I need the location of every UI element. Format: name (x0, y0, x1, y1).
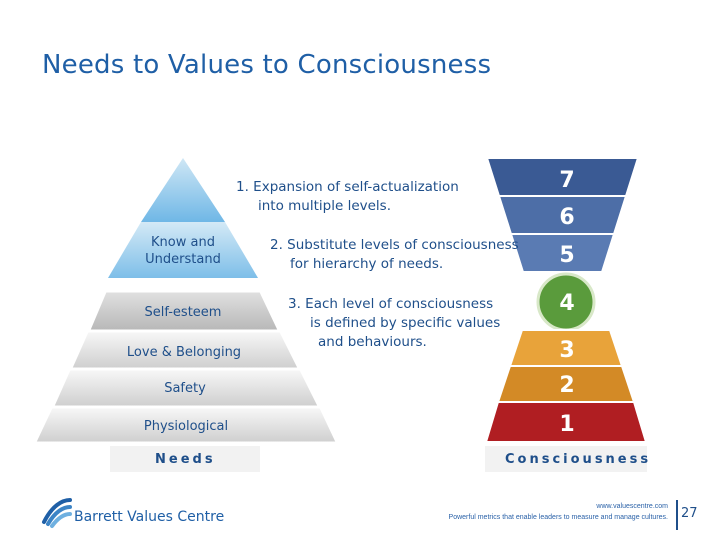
needs-caption: Needs (155, 452, 216, 467)
pyramid-label-physiological: Physiological (143, 419, 229, 434)
step-3: 3. Each level of consciousness is define… (288, 295, 500, 352)
pyramid-level-esteem (89, 291, 279, 331)
footer-url[interactable]: www.valuescentre.com (596, 503, 668, 510)
step-2-line-2: for hierarchy of needs. (290, 256, 444, 272)
step-3-line-3: and behaviours. (318, 334, 427, 350)
needs-caption-box (110, 446, 260, 472)
pyramid-label-esteem: Self-esteem (144, 305, 222, 320)
pyramid-label-love: Love & Belonging (126, 345, 242, 360)
hourglass-number-2: 2 (559, 373, 574, 398)
pyramid-apex (141, 158, 225, 222)
step-1: 1. Expansion of self-actualization into … (236, 178, 459, 216)
consciousness-caption: Consciousness (505, 452, 652, 467)
pyramid-level-know (108, 222, 258, 278)
slide-title: Needs to Values to Consciousness (42, 50, 492, 80)
hourglass-number-4: 4 (559, 291, 574, 316)
step-3-line-1: 3. Each level of consciousness (288, 296, 494, 312)
hourglass-level-5 (509, 233, 616, 273)
pyramid-label-safety: Safety (164, 381, 206, 396)
hourglass-number-5: 5 (559, 243, 574, 268)
step-2: 2. Substitute levels of consciousness fo… (270, 236, 519, 274)
consciousness-caption-box (485, 446, 647, 472)
logo-text: Barrett Values Centre (74, 509, 225, 525)
footer-tagline: Powerful metrics that enable leaders to … (448, 514, 668, 521)
page-number-divider (676, 500, 678, 530)
hourglass-number-7: 7 (559, 168, 574, 193)
step-3-line-2: is defined by specific values (310, 315, 501, 331)
hourglass-level-1 (484, 401, 648, 443)
hourglass-number-3: 3 (559, 338, 574, 363)
pyramid-label-know: Know and Understand (145, 235, 221, 267)
pyramid-level-physiological (35, 407, 337, 443)
barrett-logo-icon (42, 498, 72, 528)
step-2-line-1: 2. Substitute levels of consciousness (270, 237, 519, 253)
step-1-line-2: into multiple levels. (258, 198, 391, 214)
pyramid-level-love (71, 331, 299, 369)
hourglass-number-6: 6 (559, 205, 574, 230)
page-number: 27 (681, 506, 698, 521)
hourglass-number-1: 1 (559, 412, 574, 437)
step-1-line-1: 1. Expansion of self-actualization (236, 179, 459, 195)
pyramid-level-safety (53, 369, 319, 407)
